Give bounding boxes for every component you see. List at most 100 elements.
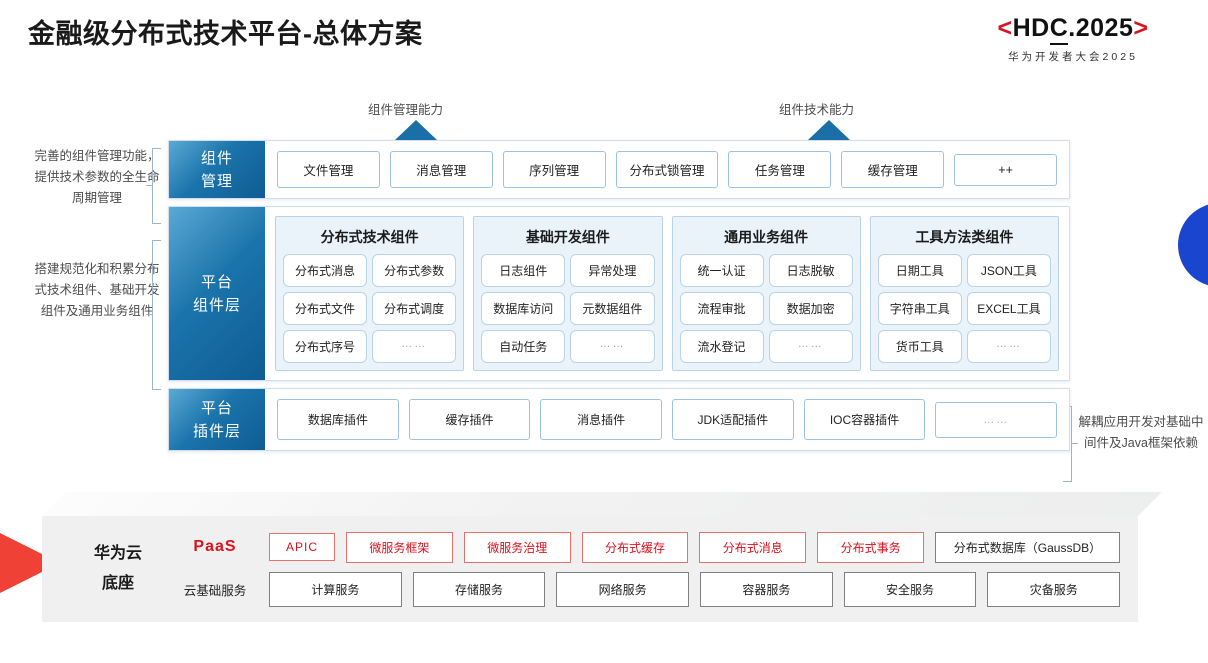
layer-platform-component: 平台 组件层 分布式技术组件 分布式消息 分布式参数 分布式文件 分布式调度 分… [168, 206, 1070, 381]
pbox-network-service[interactable]: 网络服务 [556, 571, 690, 607]
hdc-right-bracket-icon: > [1133, 14, 1149, 42]
paas-title: 华为云 底座 [64, 539, 172, 599]
hdc-logo: <HDC.2025> 华为开发者大会2025 [948, 14, 1198, 64]
cell-metadata-component[interactable]: 元数据组件 [570, 292, 655, 325]
left-bracket-tick-1 [146, 185, 152, 187]
pbox-security-service[interactable]: 安全服务 [843, 571, 977, 607]
cell-log-desensitization[interactable]: 日志脱敏 [768, 254, 853, 287]
cell-distributed-sequence[interactable]: 分布式序号 [283, 330, 368, 363]
left-note-2: 搭建规范化和积累分布式技术组件、基础开发组件及通用业务组件 [34, 262, 160, 318]
cell-data-encryption[interactable]: 数据加密 [768, 292, 853, 325]
layer-label-platform-plugin: 平台 插件层 [169, 389, 265, 450]
cell-database-access[interactable]: 数据库访问 [481, 292, 566, 325]
cell-distributed-scheduling[interactable]: 分布式调度 [372, 292, 457, 325]
group-title-general-business: 通用业务组件 [724, 229, 809, 245]
pbox-disaster-recovery-service[interactable]: 灾备服务 [987, 571, 1121, 607]
paas-row-services: PaaS APIC 微服务框架 微服务治理 分布式缓存 分布式消息 分布式事务 … [172, 531, 1120, 563]
layer-component-management: 组件 管理 文件管理 消息管理 序列管理 分布式锁管理 任务管理 缓存管理 ++ [168, 140, 1070, 199]
arrow-label-component-technology: 组件技术能力 [779, 103, 855, 117]
pbox-microservice-governance[interactable]: 微服务治理 [463, 531, 571, 563]
layer-label-line2: 管理 [200, 172, 233, 190]
cell-distributed-message[interactable]: 分布式消息 [283, 254, 368, 287]
cell-json-tool[interactable]: JSON工具 [966, 254, 1051, 287]
layer-platform-plugin: 平台 插件层 数据库插件 缓存插件 消息插件 JDK适配插件 IOC容器插件 …… [168, 388, 1070, 451]
arrow-label-component-management: 组件管理能力 [368, 103, 444, 117]
left-bracket-tick-2 [146, 314, 152, 316]
left-note-1: 完善的组件管理功能，提供技术参数的全生命周期管理 [34, 149, 160, 205]
cell-automatic-task[interactable]: 自动任务 [481, 330, 566, 363]
hdc-text-pre: HD [1012, 14, 1050, 42]
chip-sequence-management[interactable]: 序列管理 [502, 151, 606, 188]
chip-message-management[interactable]: 消息管理 [389, 151, 493, 188]
group-grid-general-business: 统一认证 日志脱敏 流程审批 数据加密 流水登记 …… [679, 254, 853, 363]
plugin-cache[interactable]: 缓存插件 [408, 399, 531, 440]
pbox-distributed-transaction[interactable]: 分布式事务 [817, 531, 924, 563]
chip-cache-management[interactable]: 缓存管理 [841, 151, 945, 188]
paas-title-line1: 华为云 [93, 545, 142, 562]
hdc-left-bracket-icon: < [997, 14, 1013, 42]
paas-rows: PaaS APIC 微服务框架 微服务治理 分布式缓存 分布式消息 分布式事务 … [172, 531, 1121, 607]
architecture-stack: 组件 管理 文件管理 消息管理 序列管理 分布式锁管理 任务管理 缓存管理 ++… [168, 140, 1070, 458]
layer-label-line1: 平台 [200, 273, 233, 291]
pbox-compute-service[interactable]: 计算服务 [269, 571, 402, 607]
group-distributed-technology: 分布式技术组件 分布式消息 分布式参数 分布式文件 分布式调度 分布式序号 …… [275, 216, 465, 371]
left-bracket-2 [152, 240, 161, 390]
cell-more-distributed[interactable]: …… [372, 330, 457, 363]
plugin-database[interactable]: 数据库插件 [277, 399, 399, 440]
pbox-microservice-framework[interactable]: 微服务框架 [346, 531, 453, 563]
chip-more[interactable]: ++ [954, 153, 1058, 186]
group-grid-distributed-technology: 分布式消息 分布式参数 分布式文件 分布式调度 分布式序号 …… [283, 254, 457, 363]
chip-task-management[interactable]: 任务管理 [728, 151, 832, 188]
cell-exception-handling[interactable]: 异常处理 [570, 254, 655, 287]
right-bracket-tick-1 [1072, 443, 1078, 445]
layer-label-line2: 插件层 [192, 422, 241, 440]
cell-more-tool[interactable]: …… [966, 330, 1051, 363]
chip-file-management[interactable]: 文件管理 [277, 151, 380, 188]
plugin-ioc-container[interactable]: IOC容器插件 [803, 399, 926, 440]
paas-title-line2: 底座 [101, 575, 134, 592]
paas-row-label: PaaS [193, 538, 237, 555]
group-title-basic-development: 基础开发组件 [525, 229, 610, 245]
hdc-text-underlined: C [1049, 14, 1069, 45]
paas-content: 华为云 底座 PaaS APIC 微服务框架 微服务治理 分布式缓存 分布式消息… [42, 516, 1138, 622]
chip-distributed-lock-management[interactable]: 分布式锁管理 [615, 151, 719, 188]
cell-distributed-file[interactable]: 分布式文件 [283, 292, 368, 325]
blue-circle-decoration [1178, 203, 1208, 287]
cell-transaction-registration[interactable]: 流水登记 [679, 330, 764, 363]
plugin-jdk-adaptation[interactable]: JDK适配插件 [672, 399, 794, 440]
layer-label-platform-component: 平台 组件层 [169, 207, 265, 380]
group-tool-method: 工具方法类组件 日期工具 JSON工具 字符串工具 EXCEL工具 货币工具 …… [869, 216, 1059, 371]
pbox-distributed-database[interactable]: 分布式数据库（GaussDB） [934, 531, 1120, 563]
cell-process-approval[interactable]: 流程审批 [679, 292, 764, 325]
group-grid-basic-development: 日志组件 异常处理 数据库访问 元数据组件 自动任务 …… [481, 254, 655, 363]
cell-excel-tool[interactable]: EXCEL工具 [966, 292, 1051, 325]
cell-date-tool[interactable]: 日期工具 [877, 254, 962, 287]
right-note-1: 解耦应用开发对基础中间件及Java框架依赖 [1078, 415, 1204, 450]
group-grid-tool-method: 日期工具 JSON工具 字符串工具 EXCEL工具 货币工具 …… [877, 254, 1051, 363]
page-title: 金融级分布式技术平台-总体方案 [28, 19, 423, 49]
pbox-storage-service[interactable]: 存储服务 [412, 571, 546, 607]
cell-string-tool[interactable]: 字符串工具 [877, 292, 962, 325]
plugin-more[interactable]: …… [935, 401, 1058, 438]
cell-log-component[interactable]: 日志组件 [481, 254, 566, 287]
layer-label-component-management: 组件 管理 [169, 141, 265, 198]
pbox-distributed-cache[interactable]: 分布式缓存 [581, 531, 689, 563]
cell-more-business[interactable]: …… [768, 330, 853, 363]
hdc-text-post: .2025 [1068, 14, 1134, 42]
group-general-business: 通用业务组件 统一认证 日志脱敏 流程审批 数据加密 流水登记 …… [671, 216, 861, 371]
group-title-distributed-technology: 分布式技术组件 [320, 229, 419, 245]
hdc-logo-subtitle: 华为开发者大会2025 [1008, 51, 1138, 63]
layer-body-component-management: 文件管理 消息管理 序列管理 分布式锁管理 任务管理 缓存管理 ++ [265, 141, 1069, 198]
plugin-message[interactable]: 消息插件 [540, 399, 663, 440]
cell-unified-authentication[interactable]: 统一认证 [679, 254, 764, 287]
pbox-apic[interactable]: APIC [269, 533, 335, 561]
cell-currency-tool[interactable]: 货币工具 [877, 330, 962, 363]
pbox-container-service[interactable]: 容器服务 [700, 571, 833, 607]
cell-more-basic[interactable]: …… [570, 330, 655, 363]
pbox-distributed-message[interactable]: 分布式消息 [699, 531, 807, 563]
layer-body-platform-plugin: 数据库插件 缓存插件 消息插件 JDK适配插件 IOC容器插件 …… [265, 389, 1069, 450]
cell-distributed-parameter[interactable]: 分布式参数 [372, 254, 457, 287]
left-bracket-1 [152, 148, 161, 224]
hdc-logo-main: <HDC.2025> [948, 14, 1198, 45]
